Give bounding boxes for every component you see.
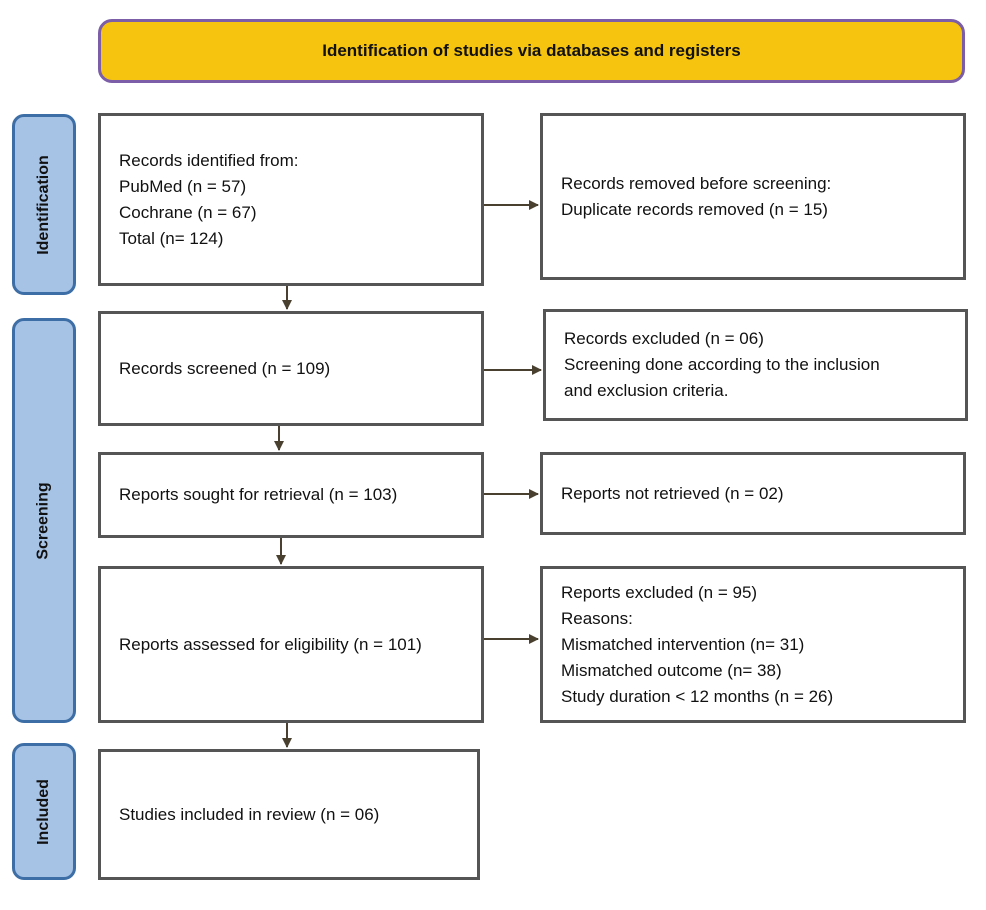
box-line: Records screened (n = 109) [119,358,331,378]
records-excluded-box: Records excluded (n = 06) Screening done… [543,309,968,421]
reports-excluded-box: Reports excluded (n = 95) Reasons: Misma… [540,566,966,723]
box-line: Reports not retrieved (n = 02) [561,483,784,503]
studies-included-box: Studies included in review (n = 06) [98,749,480,880]
box-line: Reasons: [561,608,633,628]
records-screened-box: Records screened (n = 109) [98,311,484,426]
box-line: Cochrane (n = 67) [119,202,257,222]
reports-not-retrieved-box: Reports not retrieved (n = 02) [540,452,966,535]
box-line: Total (n= 124) [119,228,224,248]
box-line: Reports sought for retrieval (n = 103) [119,485,398,504]
box-line: Mismatched outcome (n= 38) [561,660,782,680]
phase-screening: Screening [12,318,76,723]
phase-included: Included [12,743,76,880]
records-removed-box: Records removed before screening: Duplic… [540,113,966,280]
box-line: Studies included in review (n = 06) [119,804,380,824]
box-line: Records identified from: [119,150,299,170]
diagram-header: Identification of studies via databases … [98,19,965,83]
box-line: Records removed before screening: [561,173,832,193]
box-line: PubMed (n = 57) [119,176,247,196]
box-line: Records excluded (n = 06) [564,329,764,348]
box-line: Mismatched intervention (n= 31) [561,634,805,654]
box-line: and exclusion criteria. [564,381,729,400]
reports-sought-box: Reports sought for retrieval (n = 103) [98,452,484,538]
box-line: Screening done according to the inclusio… [564,355,880,374]
box-line: Reports assessed for eligibility (n = 10… [119,634,422,654]
phase-identification: Identification [12,114,76,295]
records-identified-box: Records identified from: PubMed (n = 57)… [98,113,484,286]
box-line: Duplicate records removed (n = 15) [561,199,828,219]
box-line: Reports excluded (n = 95) [561,582,758,602]
box-line: Study duration < 12 months (n = 26) [561,686,834,706]
reports-assessed-box: Reports assessed for eligibility (n = 10… [98,566,484,723]
header-title: Identification of studies via databases … [322,41,741,60]
